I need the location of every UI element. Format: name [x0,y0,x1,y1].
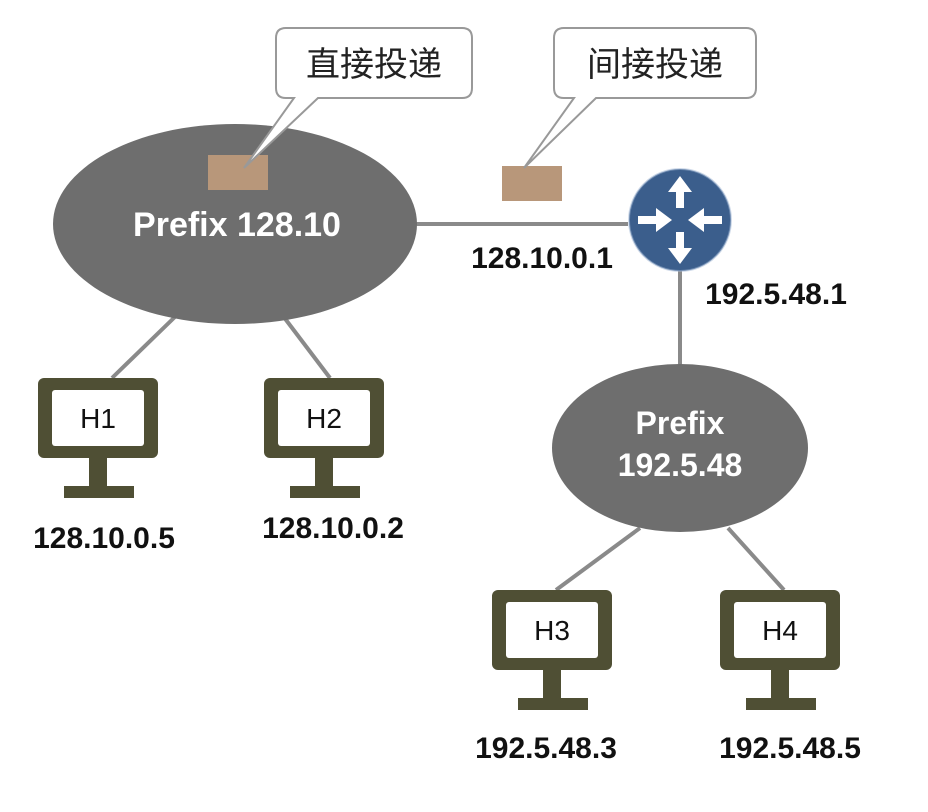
network-left: Prefix 128.10 [53,124,417,324]
router-icon [628,168,732,272]
monitor-icon [38,378,158,498]
link-net-right-to-h3 [554,526,642,592]
router-left-ip: 128.10.0.1 [471,242,613,275]
host-h3: H3 192.5.48.3 [475,590,617,765]
links [110,222,786,592]
host-h2-name: H2 [306,403,342,434]
link-net-right-to-h4 [726,526,786,592]
host-h4-ip: 192.5.48.5 [719,732,861,765]
link-net-left-to-h2 [278,310,332,380]
host-h4-name: H4 [762,615,798,646]
packet-indirect [502,166,562,201]
callout-indirect-text: 间接投递 [587,45,723,85]
network-left-label: Prefix 128.10 [133,206,341,244]
host-h1-ip: 128.10.0.5 [33,522,175,555]
network-right: Prefix 192.5.48 [552,364,808,532]
host-h2: H2 128.10.0.2 [262,378,404,545]
host-h3-name: H3 [534,615,570,646]
monitor-icon [264,378,384,498]
host-h2-ip: 128.10.0.2 [262,512,404,545]
callout-indirect: 间接投递 [523,27,757,169]
host-h1: H1 128.10.0.5 [33,378,175,555]
monitor-icon [720,590,840,710]
host-h4: H4 192.5.48.5 [719,590,861,765]
packet-direct [208,155,268,190]
router-right-ip: 192.5.48.1 [705,278,847,311]
network-right-label-line2: 192.5.48 [618,447,743,483]
host-h3-ip: 192.5.48.3 [475,732,617,765]
monitor-icon [492,590,612,710]
network-right-label-line1: Prefix [636,405,725,441]
callout-direct: 直接投递 [243,27,473,169]
host-h1-name: H1 [80,403,116,434]
callout-direct-text: 直接投递 [306,45,442,85]
link-net-left-to-h1 [110,310,182,380]
